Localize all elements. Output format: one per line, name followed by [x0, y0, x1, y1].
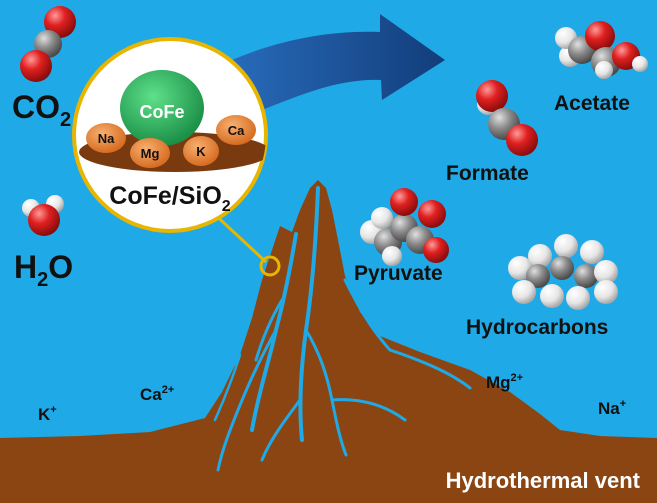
svg-text:Ca: Ca — [228, 123, 245, 138]
formula-sub: 2 — [222, 198, 231, 215]
h2o-o: O — [48, 249, 73, 285]
dopant-na: Na — [86, 123, 126, 153]
product-formate: Formate — [446, 162, 529, 185]
product-pyruvate: Pyruvate — [354, 262, 443, 285]
ion-base: K — [38, 405, 51, 424]
ion-charge: 2+ — [162, 384, 175, 396]
svg-text:Na: Na — [98, 131, 115, 146]
ion-base: Ca — [140, 385, 162, 404]
svg-text:Mg: Mg — [141, 146, 160, 161]
product-acetate: Acetate — [554, 92, 630, 115]
dopant-mg: Mg — [130, 138, 170, 168]
co2-sub: 2 — [60, 109, 71, 131]
h2o-h: H — [14, 249, 37, 285]
co2-main: CO — [12, 89, 60, 125]
ion-charge: + — [620, 398, 626, 410]
dopant-k: K — [183, 136, 219, 166]
ion-base: Na — [598, 399, 620, 418]
ion-charge: + — [50, 404, 56, 416]
vent-label: Hydrothermal vent — [446, 468, 641, 493]
h2o-sub: 2 — [37, 269, 48, 291]
formula-main: CoFe/SiO — [109, 182, 222, 210]
svg-text:K: K — [196, 144, 206, 159]
dopant-ca: Ca — [216, 115, 256, 145]
ion-charge: 2+ — [511, 372, 524, 384]
cofe-label: CoFe — [140, 102, 185, 122]
product-hydrocarbons: Hydrocarbons — [466, 316, 608, 339]
ion-base: Mg — [486, 373, 511, 392]
